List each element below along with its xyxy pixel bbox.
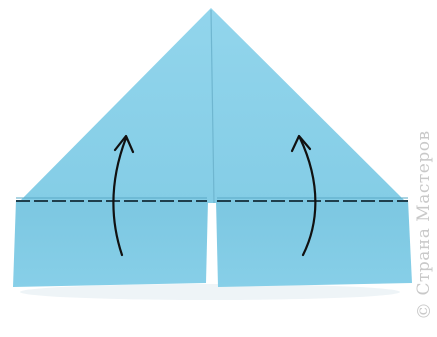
paper-shadow: [20, 284, 400, 300]
left-flap: [13, 200, 208, 287]
watermark-text: Страна Мастеров: [414, 130, 434, 295]
watermark: © Страна Мастеров: [412, 100, 436, 320]
copyright-icon: ©: [414, 302, 435, 321]
